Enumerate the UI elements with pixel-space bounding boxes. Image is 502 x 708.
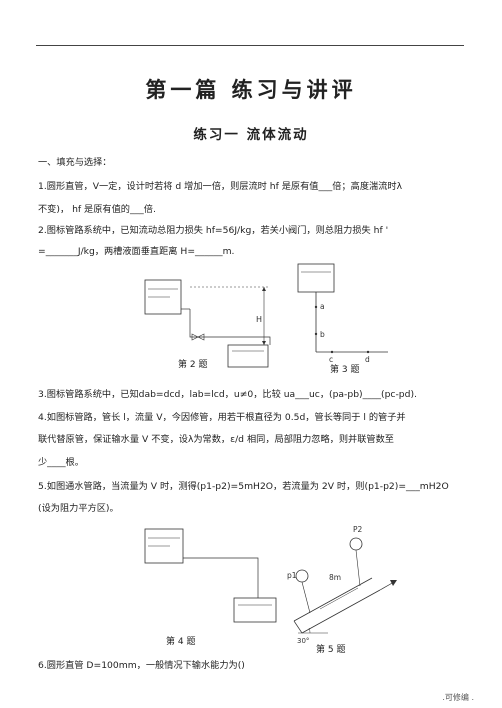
figure-5-p1-label: p1	[287, 571, 297, 580]
header-rule	[36, 45, 464, 46]
question-2-line-2: =_______J/kg，两槽液面垂直距离 H=______m.	[38, 246, 235, 257]
question-2-line-1: 2.图标管路系统中，已知流动总阻力损失 hf=56J/kg，若关小阀门，则总阻力…	[38, 225, 389, 236]
section-heading: 一、填充与选择：	[38, 157, 112, 168]
question-6: 6.圆形直管 D=100mm，一般情况下输水能力为()	[38, 660, 245, 671]
question-1-line-2: 不变)， hf 是原有值的___倍.	[38, 204, 156, 215]
page-title: 第一篇 练习与讲评	[145, 78, 357, 102]
figure-2-H-label: H	[256, 315, 262, 324]
figure-5-angle-label: 30°	[297, 637, 309, 645]
question-4-line-2: 联代替原管，保证输水量 V 不变，设λ为常数，ε/d 相同，局部阻力忽略，则并联…	[38, 434, 394, 445]
question-4-line-1: 4.如图标管路，管长 l，流量 V，今因修管，用若干根直径为 0.5d，管长等同…	[38, 412, 406, 423]
page-footer: .可修编 .	[442, 693, 474, 702]
figure-5-length-label: 8m	[329, 573, 341, 582]
figure-4-caption: 第 4 题	[166, 635, 195, 647]
question-4-line-3: 少____根。	[38, 457, 84, 468]
figure-2-caption: 第 2 题	[178, 358, 207, 370]
figure-3-diagram: a b c d 第 3 题	[297, 263, 388, 374]
figure-3-point-a: a	[320, 302, 325, 311]
question-5-line-2: (设为阻力平方区)。	[38, 503, 119, 514]
figure-5-diagram: p1 P2 8m 30° 第 5 题	[287, 525, 397, 655]
figure-3-point-c: c	[329, 355, 333, 364]
figure-5-caption: 第 5 题	[316, 643, 345, 655]
figure-3-point-b: b	[320, 330, 325, 339]
figure-5-p2-label: P2	[353, 525, 363, 534]
figure-3-point-d: d	[365, 355, 370, 364]
figure-4-diagram: 第 4 题	[144, 528, 277, 647]
figure-3-caption: 第 3 题	[330, 363, 359, 374]
figure-2-diagram: H 第 2 题	[144, 279, 271, 370]
section-subtitle: 练习一 流体流动	[193, 127, 309, 143]
question-5-line-1: 5.如图通水管路，当流量为 V 时，测得(p1-p2)=5mH2O，若流量为 2…	[38, 481, 449, 492]
question-1-line-1: 1.圆形直管，V一定，设计时若将 d 增加一倍，则层流时 hf 是原有值___倍…	[38, 181, 403, 192]
question-3: 3.图标管路系统中，已知dab=dcd，lab=lcd，u≠0，比较 ua___…	[38, 389, 417, 400]
